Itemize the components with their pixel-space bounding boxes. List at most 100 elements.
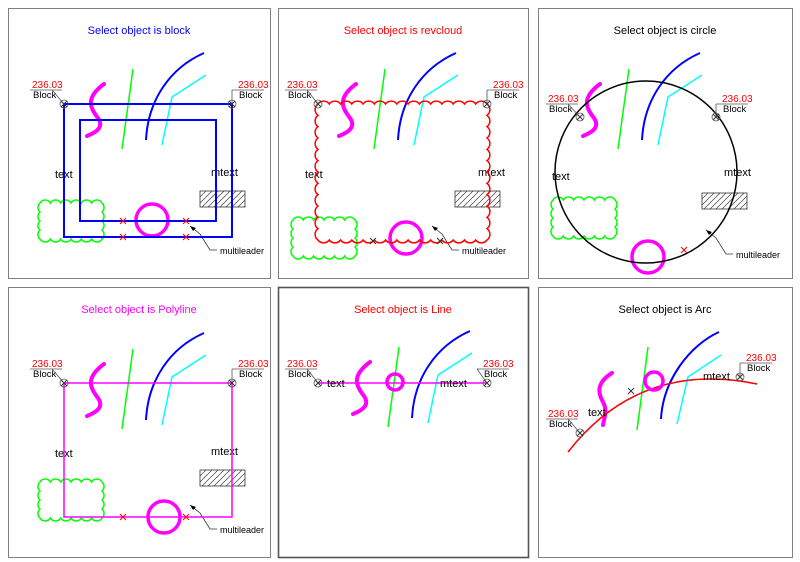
block-insert-marker bbox=[575, 428, 585, 438]
dimension-value: 236.03 bbox=[287, 80, 318, 91]
text-object: text bbox=[327, 378, 345, 390]
dimension-value: 236.03 bbox=[238, 359, 269, 370]
dimension-value: 236.03 bbox=[287, 359, 318, 370]
multileader-text: multileader bbox=[462, 246, 506, 256]
panel-frame bbox=[538, 8, 793, 279]
grip-marker bbox=[483, 379, 491, 387]
grip-marker bbox=[712, 113, 720, 121]
cyan-polyline bbox=[427, 352, 473, 424]
multileader-text: multileader bbox=[220, 246, 264, 256]
hatch-boundary bbox=[701, 192, 748, 210]
hatch-rectangle bbox=[199, 469, 246, 487]
magenta-circle bbox=[388, 220, 424, 256]
grip-marker bbox=[436, 237, 444, 245]
block-insert-marker bbox=[313, 378, 323, 388]
panel-frame bbox=[8, 8, 271, 279]
grip-marker bbox=[314, 379, 322, 387]
multileader: multileader bbox=[705, 229, 780, 260]
hatch-rectangle bbox=[701, 192, 748, 210]
magenta-spline bbox=[85, 82, 106, 138]
red-revcloud bbox=[314, 100, 491, 244]
panel-polyline: Select object is Polyline bbox=[8, 287, 271, 558]
panel-arc: Select object is Arc bbox=[538, 287, 793, 558]
dimension-value: 236.03 bbox=[722, 94, 753, 105]
green-line bbox=[636, 346, 649, 431]
hatch-rectangle bbox=[199, 190, 246, 208]
dimension-value: 236.03 bbox=[548, 94, 579, 105]
blue-arc bbox=[411, 330, 471, 419]
grip-marker bbox=[60, 100, 68, 108]
panel-title: Select object is Polyline bbox=[81, 304, 197, 316]
block-name: Block bbox=[239, 369, 262, 380]
grip-marker bbox=[119, 217, 127, 225]
grip-marker bbox=[369, 237, 377, 245]
panel-line: Select object is Line bbox=[277, 286, 530, 559]
dimension-value: 236.03 bbox=[32, 359, 63, 370]
hatch-rectangle bbox=[454, 190, 501, 208]
multileader-arrow-icon bbox=[432, 226, 438, 231]
multileader-arrow-icon bbox=[190, 226, 196, 231]
panel-circle: Select object is circle bbox=[538, 8, 793, 279]
cyan-polyline bbox=[161, 74, 207, 146]
grip-marker bbox=[627, 387, 635, 395]
block-insert-marker bbox=[59, 378, 69, 388]
multileader: multileader bbox=[189, 504, 264, 535]
mtext-object: mtext bbox=[440, 378, 467, 390]
green-line bbox=[121, 348, 134, 430]
magenta-spline bbox=[337, 82, 358, 138]
panel-frame bbox=[277, 286, 530, 559]
panel-title: Select object is Arc bbox=[619, 304, 712, 316]
hatch-boundary bbox=[454, 190, 501, 208]
green-revcloud bbox=[37, 478, 105, 522]
block-name: Block bbox=[747, 363, 770, 374]
block-insert-marker bbox=[59, 99, 69, 109]
grip-marker bbox=[119, 233, 127, 241]
text-object: text bbox=[552, 171, 570, 183]
block-name: Block bbox=[288, 90, 311, 101]
green-line bbox=[373, 68, 386, 150]
panel-revcloud: Select object is revcloud bbox=[278, 8, 529, 279]
cyan-polyline bbox=[413, 74, 459, 146]
cyan-polyline bbox=[161, 354, 207, 426]
grip-marker bbox=[182, 513, 190, 521]
panel-frame bbox=[278, 8, 529, 279]
grip-marker bbox=[119, 513, 127, 521]
green-line bbox=[121, 68, 134, 150]
grip-marker bbox=[576, 113, 584, 121]
magenta-spline bbox=[85, 362, 106, 418]
block-inner-rect bbox=[79, 119, 217, 222]
panel-title: Select object is Line bbox=[354, 304, 452, 316]
mtext-object: mtext bbox=[211, 446, 238, 458]
green-revcloud bbox=[550, 196, 618, 240]
grip-marker bbox=[736, 373, 744, 381]
green-revcloud bbox=[37, 199, 105, 243]
magenta-spline bbox=[351, 360, 372, 416]
grip-marker bbox=[576, 429, 584, 437]
block-insert-marker bbox=[227, 99, 237, 109]
block-insert-marker bbox=[227, 378, 237, 388]
block-insert-marker bbox=[482, 99, 492, 109]
magenta-circle bbox=[385, 372, 405, 392]
green-revcloud bbox=[290, 216, 358, 260]
block-name: Block bbox=[494, 90, 517, 101]
block-insert-marker bbox=[313, 99, 323, 109]
block-outer-rect bbox=[63, 103, 233, 238]
panel-frame bbox=[538, 287, 793, 558]
panel-frame bbox=[8, 287, 271, 558]
grip-marker bbox=[483, 100, 491, 108]
multileader-line bbox=[189, 225, 217, 251]
block-name: Block bbox=[549, 419, 572, 430]
multileader-text: multileader bbox=[220, 525, 264, 535]
magenta-spline bbox=[581, 82, 602, 138]
panel-title: Select object is revcloud bbox=[344, 25, 463, 37]
cyan-polyline bbox=[657, 74, 703, 146]
block-name: Block bbox=[288, 369, 311, 380]
